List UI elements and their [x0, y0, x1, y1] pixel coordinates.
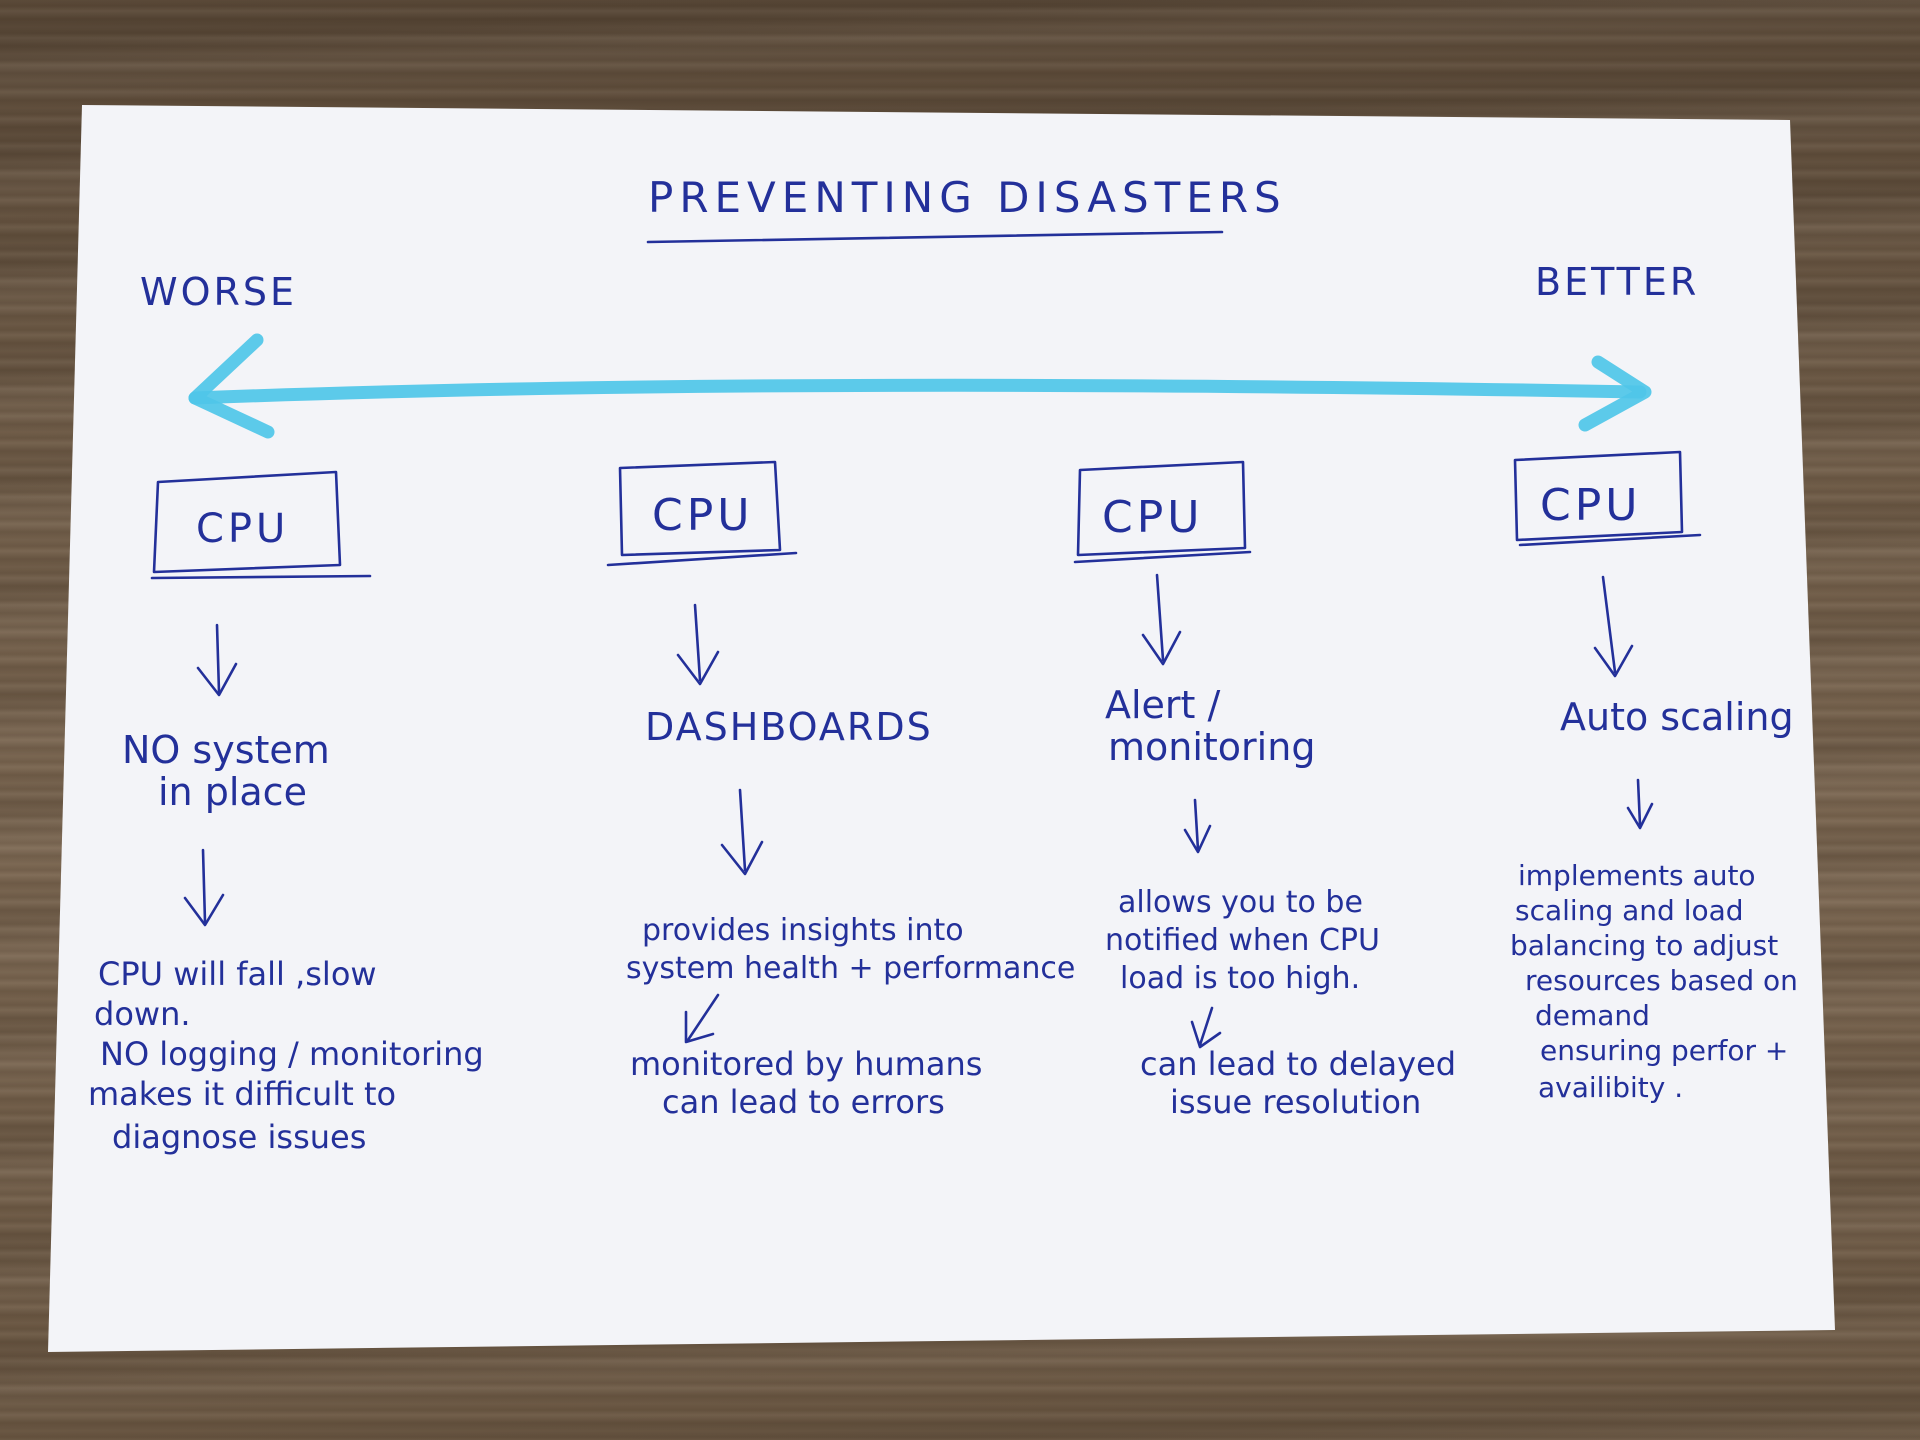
down-arrow-icon [720, 788, 764, 876]
scale-left-label: WORSE [140, 270, 297, 314]
description-3: allows you to be notified when CPU load … [1105, 885, 1390, 996]
drawback-3: can lead to delayed issue resolution [1140, 1045, 1466, 1121]
description-2: provides insights into system health + p… [626, 913, 1075, 986]
paper-sheet [48, 105, 1835, 1352]
down-arrow-icon [196, 623, 238, 697]
cpu-label: CPU [196, 506, 289, 552]
cpu-box-3: CPU [1073, 460, 1252, 564]
method-label-3: Alert / monitoring [1105, 683, 1315, 769]
method-label-1: NO system in place [122, 728, 342, 814]
down-arrow-icon [183, 848, 225, 927]
down-arrow-icon [1141, 573, 1182, 666]
down-arrow-icon [676, 603, 720, 686]
description-4: implements auto scaling and load balanci… [1510, 859, 1807, 1104]
down-arrow-icon [1626, 778, 1654, 830]
drawback-2: monitored by humans can lead to errors [630, 1045, 993, 1121]
cpu-label: CPU [652, 490, 753, 541]
description-1: CPU will fall ,slow down. NO logging / m… [88, 955, 494, 1156]
down-arrow-icon [1190, 1006, 1222, 1049]
cpu-box-2: CPU [606, 460, 798, 567]
cpu-label: CPU [1540, 480, 1641, 531]
scale-right-label: BETTER [1535, 260, 1699, 304]
cpu-box-4: CPU [1513, 450, 1702, 547]
cpu-label: CPU [1102, 492, 1203, 543]
down-left-arrow-icon [684, 993, 720, 1044]
method-label-2: DASHBOARDS [645, 705, 933, 749]
down-arrow-icon [1183, 798, 1212, 854]
title-underline [646, 230, 1224, 244]
cpu-box-1: CPU [150, 470, 372, 580]
diagram-title: PREVENTING DISASTERS [648, 173, 1287, 222]
down-arrow-icon [1593, 575, 1634, 678]
method-label-4: Auto scaling [1560, 695, 1794, 739]
double-arrow-icon [188, 333, 1652, 439]
